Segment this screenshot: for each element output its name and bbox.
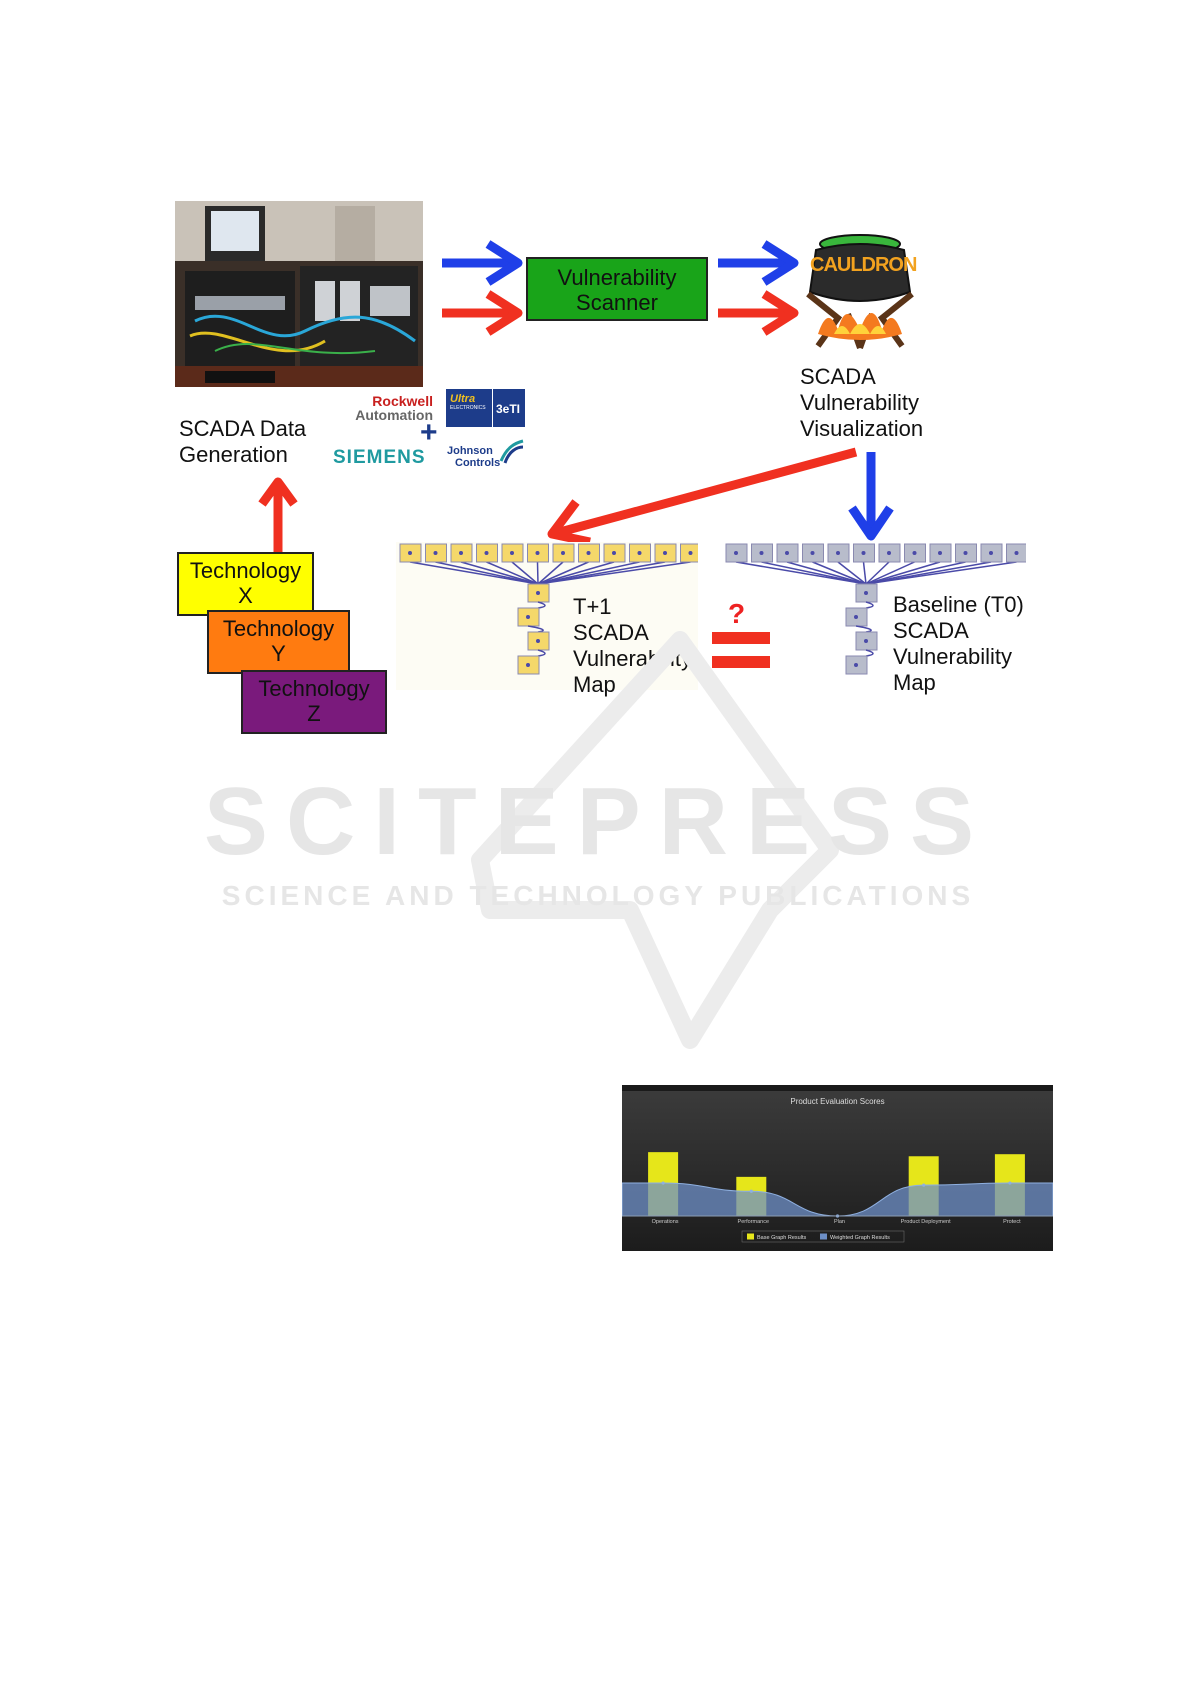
technology-x-box: Technology X <box>177 552 314 616</box>
sciteress-watermark-logo <box>471 631 839 1049</box>
chart-title: Product Evaluation Scores <box>790 1097 884 1106</box>
area-point <box>922 1183 926 1187</box>
vulnerability-scanner-box: Vulnerability Scanner <box>526 257 708 321</box>
map-arrows <box>547 447 894 547</box>
area-point <box>661 1181 665 1185</box>
johnson-swirl-icon <box>499 439 524 464</box>
red-arrow-icon <box>718 290 799 336</box>
siemens-logo: SIEMENS <box>333 447 426 468</box>
baseline-vulnerability-map-graph <box>725 543 1026 675</box>
3eti-logo: 3eTI <box>493 389 525 427</box>
x-tick-label: Plan <box>834 1219 845 1225</box>
watermark-title: SCITEPRESS <box>203 768 993 875</box>
scada-data-generation-label: SCADA Data Generation <box>179 416 307 467</box>
watermark-subtitle: SCIENCE AND TECHNOLOGY PUBLICATIONS <box>221 880 975 911</box>
chart-legend: Base Graph Results Weighted Graph Results <box>741 1230 905 1243</box>
legend-label: Base Graph Results <box>757 1235 806 1241</box>
area-weighted-graph-results <box>622 1182 1053 1217</box>
technology-z-box: Technology Z <box>241 670 387 734</box>
legend-swatch <box>820 1233 827 1240</box>
red-up-arrow-icon <box>258 477 298 552</box>
x-tick-label: Protect <box>1003 1219 1021 1225</box>
arrows-to-scanner <box>442 240 523 336</box>
blue-arrow-icon <box>442 240 523 286</box>
legend-label: Weighted Graph Results <box>830 1235 890 1241</box>
x-tick-label: Product Deployment <box>901 1219 951 1225</box>
rockwell-automation-logo: Rockwell Automation <box>355 393 433 423</box>
blue-down-arrow-icon <box>848 452 894 541</box>
johnson-controls-logo: Johnson Controls <box>447 439 527 469</box>
area-point <box>749 1189 753 1193</box>
baseline-map-label: Baseline (T0) SCADA Vulnerability Map <box>893 592 1024 695</box>
x-tick-label: Operations <box>652 1219 679 1225</box>
red-arrow-icon <box>442 290 523 336</box>
scada-vulnerability-visualization-label: SCADA Vulnerability Visualization <box>800 364 924 441</box>
ultra-electronics-logo: Ultra ELECTRONICS <box>446 389 492 427</box>
legend-swatch <box>747 1233 754 1240</box>
red-diagonal-arrow-icon <box>547 447 858 547</box>
arrows-to-cauldron <box>718 240 799 336</box>
question-mark: ? <box>728 598 746 629</box>
equals-sign-icon <box>712 632 770 670</box>
x-tick-label: Performance <box>738 1219 770 1225</box>
scada-testbed-photo <box>175 201 423 387</box>
area-point <box>1008 1181 1012 1185</box>
cauldron-logo: CAULDRON <box>798 234 922 352</box>
blue-arrow-icon <box>718 240 799 286</box>
plus-icon: + <box>420 416 438 449</box>
chart-background <box>622 1085 1053 1251</box>
technology-y-box: Technology Y <box>207 610 350 674</box>
